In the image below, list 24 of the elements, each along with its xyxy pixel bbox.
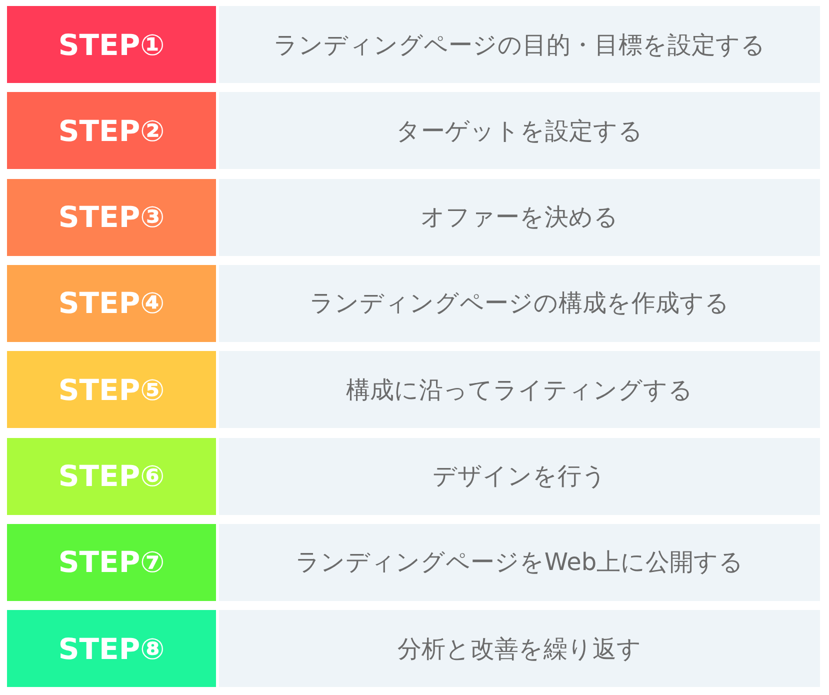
step-description: ターゲットを設定する [396, 116, 643, 147]
step-label-box [7, 524, 216, 601]
step-number: STEP② [58, 114, 165, 148]
step-label-box [7, 610, 216, 688]
step-number: STEP⑦ [58, 545, 165, 580]
step-description: ランディングページの目的・目標を設定する [274, 30, 766, 60]
step-description: ランディングページの構成を作成する [310, 288, 730, 320]
step-label-box [7, 178, 216, 256]
step-description: デザインを行う [432, 461, 606, 492]
step-label-box [7, 6, 216, 83]
step-number: STEP③ [58, 200, 165, 234]
step-label-box [7, 351, 216, 428]
step-number: STEP④ [58, 286, 165, 320]
step-label-box [7, 92, 216, 170]
step-description: オファーを決める [420, 202, 618, 234]
step-label-box [7, 264, 216, 342]
step-label-box [7, 438, 216, 514]
step-number: STEP① [58, 28, 165, 62]
step-number: STEP⑧ [58, 632, 165, 666]
step-description: ランディングページをWeb上に公開する [295, 547, 744, 578]
step-description: 分析と改善を繰り返す [398, 634, 642, 665]
step-description: 構成に沿ってライティングする [346, 374, 693, 406]
step-number: STEP⑥ [58, 459, 165, 493]
step-number: STEP⑤ [58, 372, 165, 407]
